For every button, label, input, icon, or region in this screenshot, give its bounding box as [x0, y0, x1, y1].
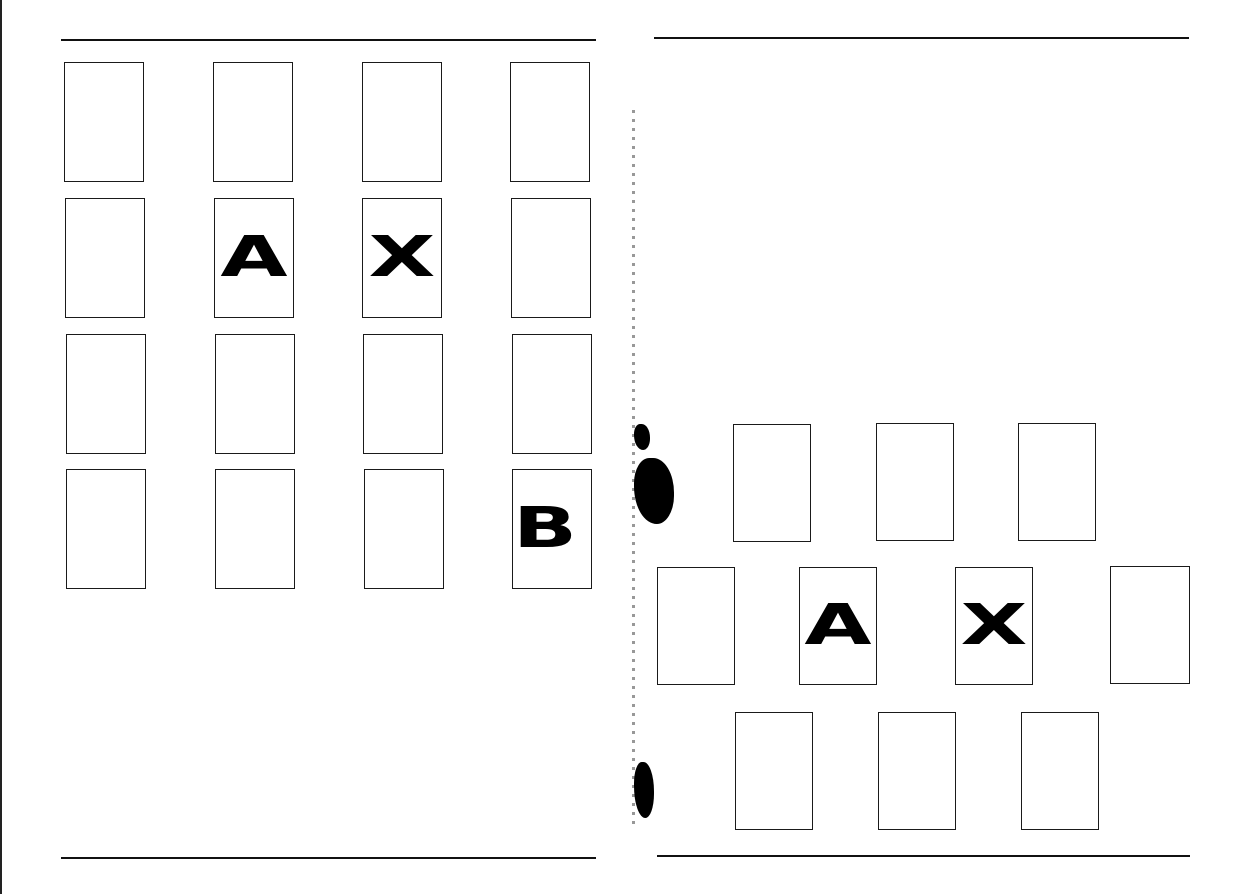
ink-blot: [634, 458, 674, 524]
card-letter: A: [804, 593, 872, 658]
card: [511, 198, 591, 318]
card-letter: X: [960, 593, 1028, 658]
card: [213, 62, 293, 182]
bottom-rule: [61, 857, 596, 859]
ink-blot: [634, 762, 654, 818]
card: [64, 62, 144, 182]
card: [65, 198, 145, 318]
bottom-rule: [657, 855, 1190, 857]
card: [510, 62, 590, 182]
top-rule: [654, 37, 1189, 39]
card-letter: X: [368, 225, 436, 290]
card: [657, 567, 735, 685]
card: [362, 62, 442, 182]
card-letter: B: [513, 496, 578, 561]
right-page: A X: [620, 0, 1244, 894]
book-spine: [632, 110, 635, 830]
page-edge: [0, 0, 2, 894]
card: [1018, 423, 1096, 541]
card: [364, 469, 444, 589]
card: [1021, 712, 1099, 830]
card: [878, 712, 956, 830]
card: [512, 334, 592, 454]
card: [1110, 566, 1190, 684]
card: [735, 712, 813, 830]
card: [215, 469, 295, 589]
card: A: [214, 198, 294, 318]
card: B: [512, 469, 592, 589]
card: [363, 334, 443, 454]
card: [66, 469, 146, 589]
card: [66, 334, 146, 454]
card: X: [955, 567, 1033, 685]
ink-blot: [634, 424, 650, 450]
card: X: [362, 198, 442, 318]
card: [215, 334, 295, 454]
left-page: A X B: [0, 0, 620, 894]
card-letter: A: [220, 225, 288, 290]
card: [733, 424, 811, 542]
card: [876, 423, 954, 541]
top-rule: [61, 39, 596, 41]
card: A: [799, 567, 877, 685]
